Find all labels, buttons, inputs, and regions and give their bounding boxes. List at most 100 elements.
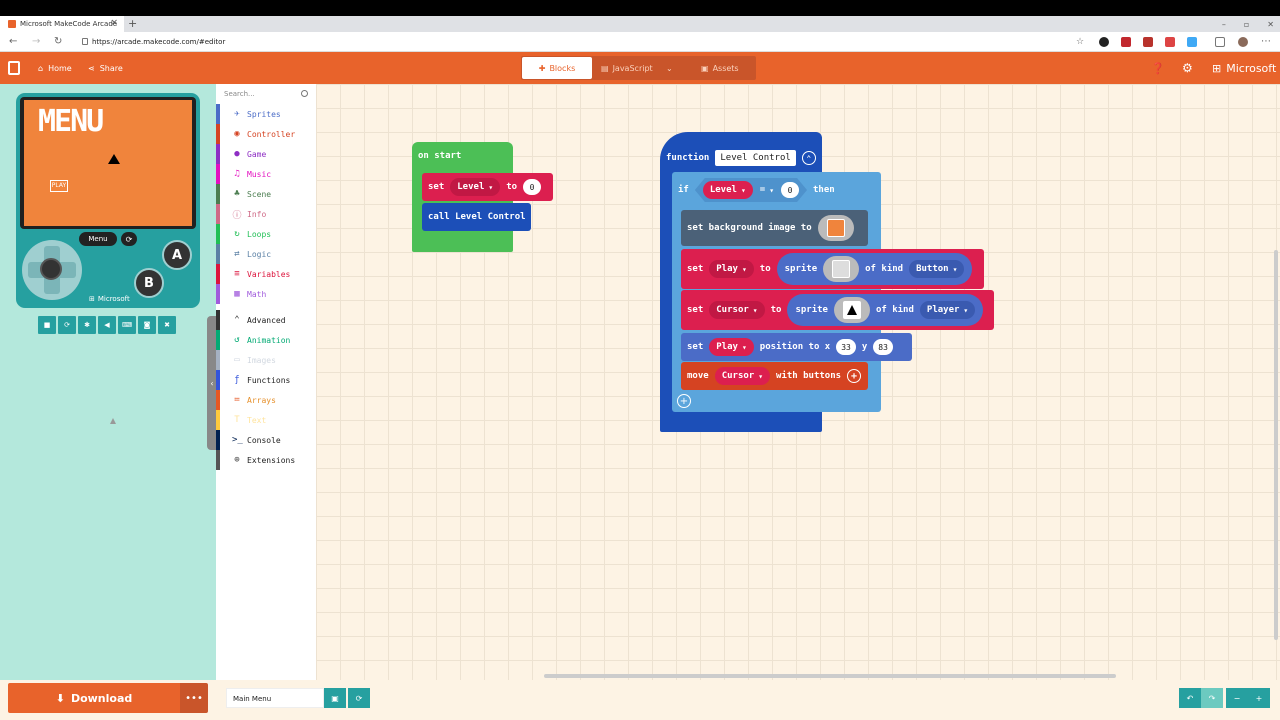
if-value-input[interactable]: 0 [781,182,799,198]
star-icon[interactable]: ☆ [1076,37,1085,47]
toolbox-category-controller[interactable]: ◉Controller [216,124,316,144]
toolbox-category-arrays[interactable]: ≔Arrays [216,390,316,410]
toolbox-category-logic[interactable]: ⇄Logic [216,244,316,264]
browser-menu-icon[interactable]: ⋯ [1261,36,1271,47]
b-button[interactable]: B [134,268,164,298]
extension-icon[interactable] [1143,37,1153,47]
y-input[interactable]: 83 [873,339,893,355]
extension-icon[interactable] [1121,37,1131,47]
dpad-center[interactable] [40,258,62,280]
extension-icon[interactable] [1165,37,1175,47]
toolbox-category-variables[interactable]: ≡Variables [216,264,316,284]
toolbox-category-advanced[interactable]: ⌃Advanced [216,310,316,330]
undo-icon[interactable]: ↶ [1179,688,1201,708]
set-cursor-sprite-block[interactable]: set Cursor to sprite of kind Player [681,290,994,330]
zoom-in-icon[interactable]: + [1248,688,1270,708]
background-image-slot[interactable] [817,215,854,241]
microsoft-logo[interactable]: ⊞ Microsoft [1212,52,1276,84]
cursor-image-slot[interactable] [833,297,870,323]
gear-icon[interactable]: ⚙ [1182,61,1193,75]
maximize-icon[interactable]: ▫ [1243,19,1250,29]
redo-icon[interactable]: ↷ [1201,688,1223,708]
toolbox-category-sprites[interactable]: ✈Sprites [216,104,316,124]
set-background-image-block[interactable]: set background image to [681,210,868,246]
github-sync-icon[interactable]: ⟳ [348,688,370,708]
zoom-out-icon[interactable]: − [1226,688,1248,708]
expand-plus-icon[interactable]: + [847,369,862,383]
toolbox-category-music[interactable]: ♫Music [216,164,316,184]
browser-tab[interactable]: Microsoft MakeCode Arcade × [0,16,124,32]
toolbox-category-animation[interactable]: ↺Animation [216,330,316,350]
new-tab-icon[interactable]: + [128,17,138,30]
kind-dropdown[interactable]: Player [919,301,976,319]
toolbox-category-images[interactable]: ▭Images [216,350,316,370]
download-more-icon[interactable]: ••• [180,683,208,713]
project-name-input[interactable]: Main Menu [226,688,324,708]
sprite-create-block[interactable]: sprite of kind Button [776,253,973,285]
help-icon[interactable]: ❓ [1151,61,1165,75]
a-button[interactable]: A [162,240,192,270]
search-input[interactable]: Search... [224,90,255,98]
sim-restart-icon[interactable]: ⟳ [121,232,137,246]
move-variable-dropdown[interactable]: Cursor [714,367,771,385]
javascript-mode-button[interactable]: ▤ JavaScript [601,57,653,79]
fullscreen-icon[interactable]: ✖ [158,316,176,334]
profile-avatar[interactable] [1238,37,1248,47]
sim-menu-button[interactable]: Menu [79,232,117,246]
move-with-buttons-block[interactable]: move Cursor with buttons + [681,362,868,390]
close-tab-icon[interactable]: × [110,18,118,28]
sound-icon[interactable]: ◀ [98,316,116,334]
search-icon[interactable] [301,90,308,97]
set-level-block[interactable]: set Level to 0 [422,173,553,201]
close-window-icon[interactable]: ✕ [1267,19,1274,29]
forward-icon[interactable]: → [32,36,41,47]
set-position-block[interactable]: set Play position to x 33 y 83 [681,333,912,361]
toolbox-category-console[interactable]: >_Console [216,430,316,450]
home-button[interactable]: ⌂ Home [38,52,72,84]
value-input[interactable]: 0 [523,179,542,195]
call-level-control-block[interactable]: call Level Control [422,203,531,231]
vertical-scrollbar[interactable] [1274,250,1278,640]
blocks-mode-button[interactable]: ✚ Blocks [522,57,592,79]
collections-icon[interactable] [1215,37,1225,47]
if-variable-dropdown[interactable]: Level [703,181,753,199]
stop-icon[interactable]: ■ [38,316,56,334]
toolbox-category-game[interactable]: ●Game [216,144,316,164]
set-play-sprite-block[interactable]: set Play to sprite of kind Button [681,249,984,289]
operator-dropdown[interactable]: = [757,181,777,199]
toolbox-category-extensions[interactable]: ⊕Extensions [216,450,316,470]
arcade-logo-icon[interactable] [8,61,20,75]
add-else-plus-icon[interactable]: + [677,394,691,408]
toolbox-category-scene[interactable]: ♣Scene [216,184,316,204]
collapse-toolbox-icon[interactable]: ‹ [207,316,217,450]
play-image-slot[interactable] [823,256,860,282]
compare-condition[interactable]: Level = 0 [695,178,807,202]
horizontal-scrollbar[interactable] [544,674,1116,678]
keyboard-icon[interactable]: ⌨ [118,316,136,334]
debug-icon[interactable]: ✱ [78,316,96,334]
assets-mode-button[interactable]: ▣ Assets [701,57,739,79]
restart-icon[interactable]: ⟳ [58,316,76,334]
share-button[interactable]: ⋖ Share [88,52,123,84]
minimize-icon[interactable]: – [1221,19,1226,29]
screenshot-icon[interactable]: ◙ [138,316,156,334]
cursor-variable-dropdown[interactable]: Cursor [709,301,765,319]
toolbox-category-loops[interactable]: ↻Loops [216,224,316,244]
function-name-field[interactable]: Level Control [715,150,796,166]
x-input[interactable]: 33 [836,339,856,355]
toolbox-category-math[interactable]: ▦Math [216,284,316,304]
extension-icon[interactable] [1099,37,1109,47]
play-variable-dropdown[interactable]: Play [709,260,754,278]
download-button[interactable]: ⬇ Download [8,683,180,713]
position-variable-dropdown[interactable]: Play [709,338,754,356]
reload-icon[interactable]: ↻ [54,36,63,47]
language-dropdown-icon[interactable]: ⌄ [666,63,673,73]
save-icon[interactable]: ▣ [324,688,346,708]
collapse-function-icon[interactable]: ⌃ [801,151,816,165]
variable-dropdown[interactable]: Level [450,178,501,196]
url-field[interactable]: https://arcade.makecode.com/#editor [92,38,226,46]
kind-dropdown[interactable]: Button [909,260,965,278]
